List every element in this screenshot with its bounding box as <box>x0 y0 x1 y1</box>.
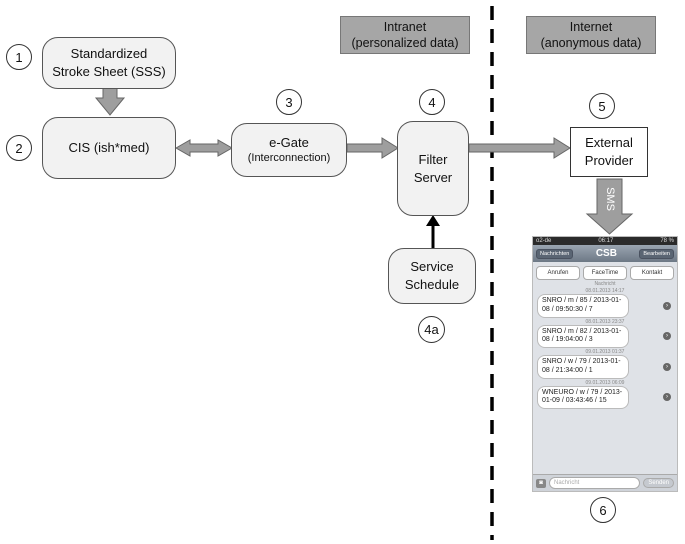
step-number-3: 3 <box>276 89 302 115</box>
send-button[interactable]: Senden <box>643 478 674 488</box>
message-input-bar: ◙ Nachricht Senden <box>533 474 677 491</box>
message-timestamp: 08.01.2013 14:17 <box>585 288 625 294</box>
step-number-1: 1 <box>6 44 32 70</box>
internet-zone-label: Internet (anonymous data) <box>526 16 656 54</box>
phone-status-bar: o2-de 06:17 78 % <box>533 237 677 245</box>
back-button[interactable]: Nachrichten <box>536 248 574 259</box>
chevron-right-icon[interactable]: › <box>663 393 671 402</box>
message-timestamp: 09.01.2013 01:37 <box>585 349 625 355</box>
egate-to-filter-arrow <box>346 137 399 159</box>
message-bubble[interactable]: SNRO / m / 85 / 2013-01-08 / 09:50:30 / … <box>537 294 629 318</box>
message-row: SNRO / m / 85 / 2013-01-08 / 09:50:30 / … <box>533 294 677 318</box>
phone-nav-bar: Nachrichten CSB Bearbeiten <box>533 245 677 262</box>
step-number-2: 2 <box>6 135 32 161</box>
chevron-right-icon[interactable]: › <box>663 301 671 310</box>
contact-button[interactable]: Kontakt <box>630 266 674 280</box>
filter-server-node: Filter Server <box>397 121 469 216</box>
message-list: 08.01.2013 14:17 SNRO / m / 85 / 2013-01… <box>533 288 677 409</box>
standardized-stroke-sheet-node: Standardized Stroke Sheet (SSS) <box>42 37 176 89</box>
phone-sms-screenshot: o2-de 06:17 78 % Nachrichten CSB Bearbei… <box>532 236 678 492</box>
camera-icon[interactable]: ◙ <box>536 478 546 488</box>
cis-node: CIS (ish*med) <box>42 117 176 179</box>
step-number-4: 4 <box>419 89 445 115</box>
message-header-label: Nachricht <box>594 281 616 287</box>
external-provider-node: External Provider <box>570 127 648 177</box>
message-timestamp: 09.01.2013 06:09 <box>585 379 625 386</box>
sms-label: SMS <box>604 187 616 211</box>
conversation-title: CSB <box>595 248 617 259</box>
service-schedule-node: Service Schedule <box>388 248 476 304</box>
time-text: 06:17 <box>598 238 614 244</box>
intranet-zone-label: Intranet (personalized data) <box>340 16 470 54</box>
message-bubble[interactable]: SNRO / w / 79 / 2013-01-08 / 21:34:00 / … <box>537 355 629 379</box>
contact-actions: Anrufen FaceTime Kontakt <box>533 262 677 280</box>
message-row: WNEURO / w / 79 / 2013-01-09 / 03:43:46 … <box>533 385 677 409</box>
message-row: SNRO / w / 79 / 2013-01-08 / 21:34:00 / … <box>533 355 677 379</box>
sss-to-cis-arrow <box>94 87 126 116</box>
message-input[interactable]: Nachricht <box>549 477 641 489</box>
chevron-right-icon[interactable]: › <box>663 332 671 341</box>
step-number-6: 6 <box>590 497 616 523</box>
facetime-button[interactable]: FaceTime <box>583 266 627 280</box>
edit-button[interactable]: Bearbeiten <box>639 248 674 259</box>
egate-node: e-Gate (Interconnection) <box>231 123 347 177</box>
call-button[interactable]: Anrufen <box>536 266 580 280</box>
step-number-4a: 4a <box>418 316 445 343</box>
carrier-text: o2-de <box>536 238 552 244</box>
message-row: SNRO / m / 82 / 2013-01-08 / 19:04:00 / … <box>533 324 677 348</box>
cis-egate-double-arrow <box>174 139 234 157</box>
battery-text: 78 % <box>660 238 674 244</box>
filter-to-external-arrow <box>468 137 571 159</box>
message-timestamp: 08.01.2013 23:37 <box>585 318 625 325</box>
chevron-right-icon[interactable]: › <box>663 362 671 371</box>
sms-arrow <box>585 178 634 235</box>
message-bubble[interactable]: WNEURO / w / 79 / 2013-01-09 / 03:43:46 … <box>537 385 629 409</box>
message-bubble[interactable]: SNRO / m / 82 / 2013-01-08 / 19:04:00 / … <box>537 324 629 348</box>
step-number-5: 5 <box>589 93 615 119</box>
